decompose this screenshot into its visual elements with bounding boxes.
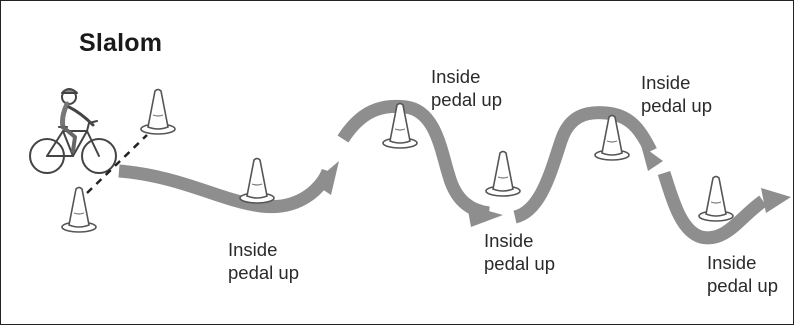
label-4-line2: pedal up — [641, 94, 712, 117]
label-3: Inside pedal up — [484, 229, 555, 275]
label-2: Inside pedal up — [431, 65, 502, 111]
traffic-cone-icon — [62, 90, 733, 233]
cyclist-icon — [30, 89, 116, 173]
label-4-line1: Inside — [641, 71, 712, 94]
label-2-line1: Inside — [431, 65, 502, 88]
label-5-line2: pedal up — [707, 274, 778, 297]
slalom-path — [119, 106, 763, 237]
start-line — [87, 135, 147, 193]
label-1-line2: pedal up — [228, 261, 299, 284]
label-3-line2: pedal up — [484, 252, 555, 275]
label-2-line2: pedal up — [431, 88, 502, 111]
label-1: Inside pedal up — [228, 238, 299, 284]
label-3-line1: Inside — [484, 229, 555, 252]
label-4: Inside pedal up — [641, 71, 712, 117]
label-5-line1: Inside — [707, 251, 778, 274]
label-5: Inside pedal up — [707, 251, 778, 297]
label-1-line1: Inside — [228, 238, 299, 261]
